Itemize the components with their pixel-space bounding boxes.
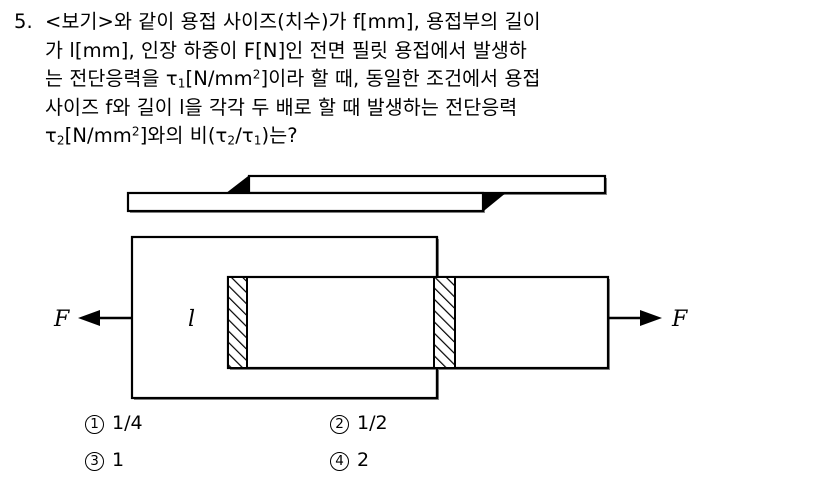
choice-label-4: 2 [357,449,370,471]
answer-choice-1[interactable]: 1 1/4 [85,412,143,434]
question-line-2: 가 l[mm], 인장 하중이 F[N]인 전면 필릿 용접에서 발생하 [45,38,527,62]
question-text-block: 5. <보기>와 같이 용접 사이즈(치수)가 f[mm], 용접부의 길이 가… [14,8,814,151]
force-label-left: F [53,307,70,332]
line5-suffix: ]와의 비(τ [139,124,228,147]
tau1-subscript: 1 [177,76,186,91]
choice-label-1: 1/4 [112,412,143,434]
line3-unit-open: [N/mm [185,67,253,90]
tau2-subscript: 2 [56,133,65,148]
force-arrow-right-head [640,310,662,326]
question-line-1: 5. <보기>와 같이 용접 사이즈(치수)가 f[mm], 용접부의 길이 [14,8,814,37]
fillet-weld-triangle-left [225,174,250,194]
fillet-weld-triangle-right [482,192,507,213]
side-view-group [126,174,607,213]
line5-end: )는? [261,124,298,147]
plan-view-inner-plate [226,275,610,370]
question-number: 5. [14,10,33,33]
ratio-tau1-subscript: 1 [253,133,262,148]
question-line-4: 사이즈 f와 길이 l을 각각 두 배로 할 때 발생하는 전단응력 [45,95,518,119]
question-line-1-text: <보기>와 같이 용접 사이즈(치수)가 f[mm], 용접부의 길이 [45,10,541,33]
plan-view-group [130,235,610,400]
line3-prefix: 는 전단응력을 [45,67,166,90]
ratio-slash: /τ [235,124,254,147]
weld-band-left [227,276,248,369]
tau1-symbol: τ [165,67,178,90]
question-line-3: 는 전단응력을 τ1[N/mm2]이라 할 때, 동일한 조건에서 용접 [14,65,814,94]
force-arrow-group [78,310,662,326]
question-line-5: τ2[N/mm2]와의 비(τ2/τ1)는? [14,122,814,151]
choice-label-2: 1/2 [357,412,388,434]
line3-suffix: ]이라 할 때, 동일한 조건에서 용접 [260,67,541,90]
side-view-upper-plate [247,174,607,195]
choice-marker-2: 2 [330,415,349,434]
choice-marker-3: 3 [85,452,104,471]
choice-label-3: 1 [112,449,125,471]
weld-band-right [433,276,456,369]
answer-choice-2[interactable]: 2 1/2 [330,412,388,434]
weld-joint-svg: F F l [53,174,688,400]
side-view-lower-plate [126,191,485,213]
line5-unit-open: [N/mm [64,124,132,147]
force-arrow-left-head [78,310,100,326]
choice-marker-4: 4 [330,452,349,471]
tau2-symbol: τ [45,124,57,147]
line3-unit-exponent: 2 [252,67,261,82]
choice-marker-1: 1 [85,415,104,434]
force-label-right: F [671,307,688,332]
ratio-tau2-subscript: 2 [227,133,236,148]
weld-length-label: l [188,307,195,332]
weld-joint-figure: F F l [0,160,826,410]
line5-unit-exponent: 2 [131,124,140,139]
